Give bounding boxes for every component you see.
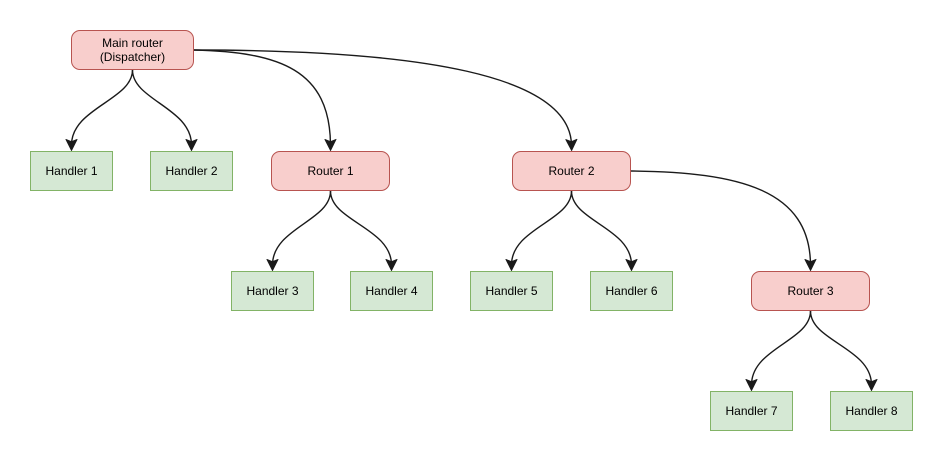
edge-router-3-to-handler-7[interactable]: [745, 310, 812, 392]
node-main-router[interactable]: Main router (Dispatcher): [71, 30, 194, 70]
node-router-2[interactable]: Router 2: [512, 151, 631, 191]
node-label-handler-5: Handler 5: [485, 284, 538, 298]
node-label-main-router: Main router (Dispatcher): [99, 36, 166, 64]
node-label-handler-2: Handler 2: [165, 164, 218, 178]
edge-main-to-handler-1[interactable]: [65, 69, 134, 152]
edge-main-to-router-2[interactable]: [193, 49, 578, 152]
node-label-handler-1: Handler 1: [45, 164, 98, 178]
node-label-router-3: Router 3: [787, 284, 834, 298]
edge-router-3-to-handler-8[interactable]: [809, 310, 878, 392]
node-handler-6[interactable]: Handler 6: [590, 271, 673, 311]
node-label-router-2: Router 2: [548, 164, 595, 178]
edge-router-1-to-handler-4[interactable]: [329, 190, 398, 272]
edge-router-2-to-router-3[interactable]: [630, 170, 817, 272]
edge-router-1-to-handler-3[interactable]: [266, 190, 332, 272]
node-router-1[interactable]: Router 1: [271, 151, 390, 191]
node-label-handler-4: Handler 4: [365, 284, 418, 298]
node-handler-5[interactable]: Handler 5: [470, 271, 553, 311]
node-handler-1[interactable]: Handler 1: [30, 151, 113, 191]
edge-router-2-to-handler-6[interactable]: [570, 190, 638, 272]
edge-main-to-handler-2[interactable]: [131, 69, 198, 152]
edge-router-2-to-handler-5[interactable]: [505, 190, 573, 272]
node-label-handler-3: Handler 3: [246, 284, 299, 298]
node-label-handler-6: Handler 6: [605, 284, 658, 298]
node-handler-4[interactable]: Handler 4: [350, 271, 433, 311]
node-handler-2[interactable]: Handler 2: [150, 151, 233, 191]
node-handler-8[interactable]: Handler 8: [830, 391, 913, 431]
edge-paths: [65, 49, 878, 392]
node-label-handler-8: Handler 8: [845, 404, 898, 418]
edge-main-to-router-1[interactable]: [193, 49, 337, 152]
node-label-handler-7: Handler 7: [725, 404, 778, 418]
node-handler-7[interactable]: Handler 7: [710, 391, 793, 431]
node-label-router-1: Router 1: [307, 164, 354, 178]
node-handler-3[interactable]: Handler 3: [231, 271, 314, 311]
node-router-3[interactable]: Router 3: [751, 271, 870, 311]
